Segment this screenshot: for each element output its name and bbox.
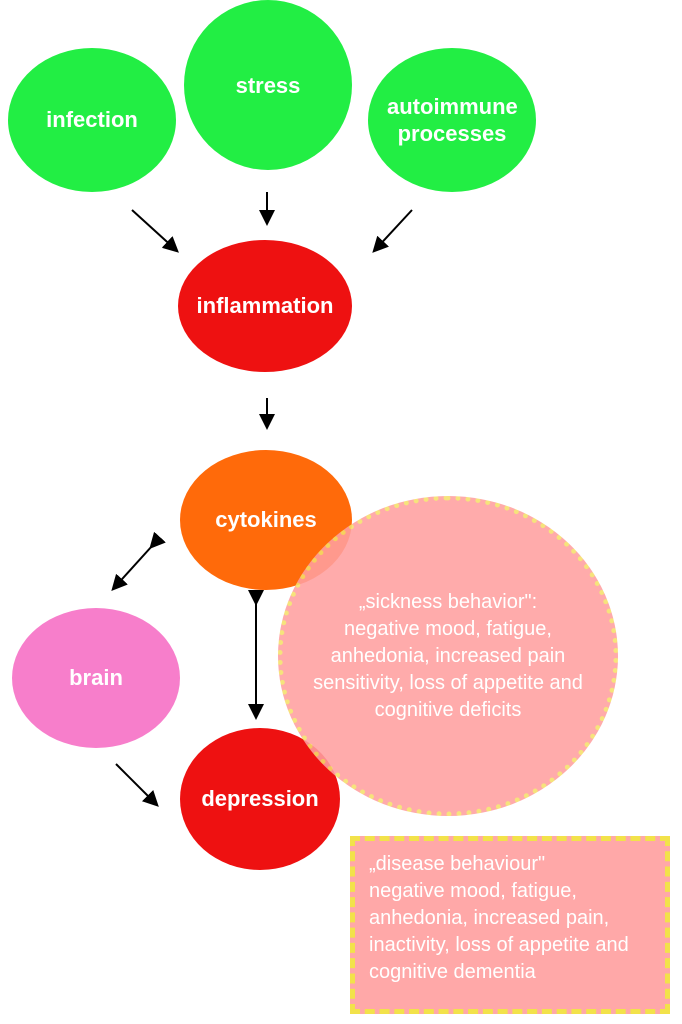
node-stress-label: stress [235, 73, 301, 98]
arrow-brain-depression [115, 763, 159, 807]
node-autoimmune-label: autoimmune processes [387, 93, 518, 147]
disease-behaviour-body: negative mood, fatigue, anhedonia, incre… [369, 880, 629, 983]
sickness-behavior-title: „sickness behavior": [358, 590, 538, 613]
arrow-infection-inflammation [131, 209, 179, 253]
sickness-behavior-text: „sickness behavior": negative mood, fati… [303, 589, 593, 724]
disease-behaviour-title: „disease behaviour" [369, 853, 546, 875]
node-infection-label: infection [46, 107, 138, 133]
node-cytokines-label: cytokines [215, 507, 317, 533]
node-stress: stress [184, 0, 352, 170]
sickness-behavior-body: negative mood, fatigue, anhedonia, incre… [313, 617, 583, 721]
node-brain-label: brain [69, 665, 123, 691]
node-infection: infection [8, 48, 176, 192]
node-cytokines: cytokines [180, 450, 352, 590]
node-inflammation-label: inflammation [196, 293, 334, 319]
node-depression-label: depression [201, 786, 319, 812]
node-brain: brain [12, 608, 180, 748]
arrow-autoimmune-inflammation [372, 209, 413, 253]
node-inflammation: inflammation [178, 240, 352, 372]
sickness-behavior-circle: „sickness behavior": negative mood, fati… [278, 496, 618, 816]
arrow-cytokines-brain [111, 531, 166, 591]
node-autoimmune: autoimmune processes [368, 48, 536, 192]
disease-behaviour-box: „disease behaviour" negative mood, fatig… [350, 836, 670, 1014]
